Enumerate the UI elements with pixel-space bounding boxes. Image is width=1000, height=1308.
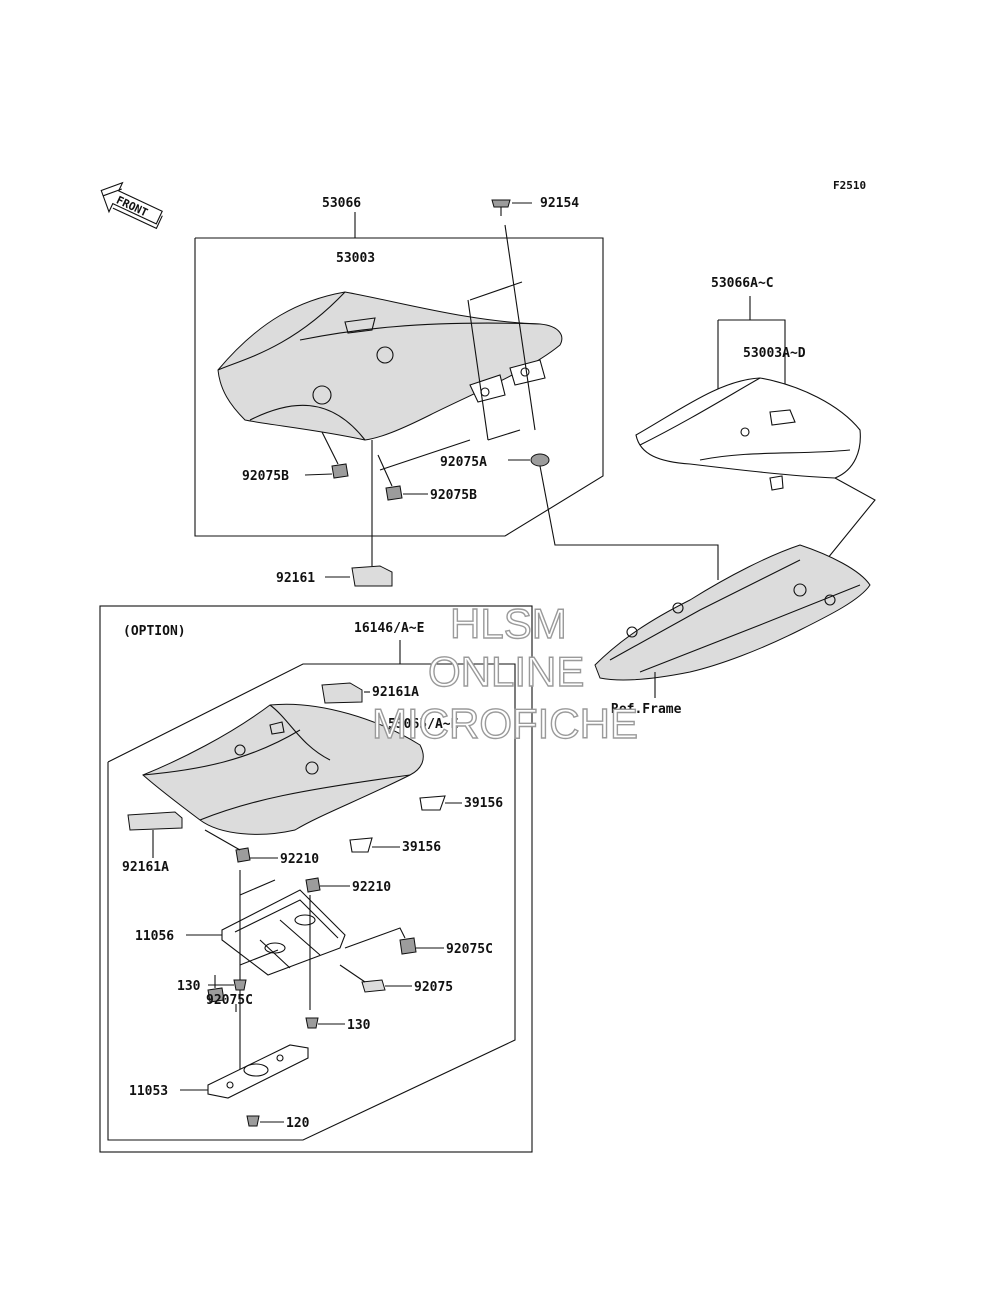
leader-to-frame [539, 465, 719, 580]
pad-92161-icon [351, 565, 393, 587]
ref-frame-label: Ref.Frame [611, 702, 682, 717]
option-label: (OPTION) [123, 624, 186, 639]
label-130-right: 130 [347, 1018, 371, 1033]
cowl-53003A-D [635, 377, 861, 479]
pad-92075-icon [361, 979, 386, 993]
label-11056: 11056 [135, 929, 174, 944]
seat-cowl-53065 [142, 703, 424, 835]
label-92154: 92154 [540, 196, 579, 211]
label-53066A-C: 53066A~C [711, 276, 774, 291]
bolt-130-right-icon [305, 1017, 319, 1029]
grommet-92075B-left-icon [331, 463, 349, 479]
figure-code: F2510 [833, 179, 866, 192]
label-92075A: 92075A [440, 455, 487, 470]
label-92161: 92161 [276, 571, 315, 586]
label-16146: 16146/A~E [354, 621, 424, 636]
nut-92210-a-icon [235, 847, 251, 863]
pad-92161A-left-icon [127, 811, 183, 831]
watermark: HLSM ONLINE MICROFICHE [371, 599, 638, 747]
grommet-92075A-icon [530, 453, 550, 467]
seat-53003 [217, 291, 563, 441]
label-92075: 92075 [414, 980, 453, 995]
pad-92161A-top-icon [321, 682, 363, 704]
label-92075B-right: 92075B [430, 488, 477, 503]
label-92210-a: 92210 [280, 852, 319, 867]
nut-92210-b-icon [305, 877, 321, 893]
grommet-92075B-right-icon [385, 485, 403, 501]
label-53065: 53065/A~E [388, 717, 458, 732]
assembly-bracket [194, 237, 604, 537]
label-130-left: 130 [177, 979, 201, 994]
front-arrow-icon: FRONT [100, 181, 163, 230]
option-box [99, 605, 533, 1153]
bracket-11056 [221, 889, 346, 976]
grommet-92075C-left-icon [207, 987, 225, 1003]
label-39156-a: 39156 [464, 796, 503, 811]
bolt-92154-icon [491, 199, 511, 208]
label-92210-b: 92210 [352, 880, 391, 895]
option-assembly-16146 [107, 640, 516, 1141]
watermark-line-3: MICROFICHE [372, 700, 638, 747]
damper-39156-b-icon [349, 837, 373, 853]
label-92075C-left: 92075C [206, 993, 253, 1008]
label-53066: 53066 [322, 196, 361, 211]
label-92161A-left: 92161A [122, 860, 169, 875]
rear-frame [594, 544, 871, 698]
leader-cowl-frame [809, 477, 876, 581]
bolt-120-icon [246, 1115, 260, 1127]
label-39156-b: 39156 [402, 840, 441, 855]
label-53003: 53003 [336, 251, 375, 266]
watermark-line-1: HLSM [450, 600, 567, 647]
label-92075B-left: 92075B [242, 469, 289, 484]
watermark-line-2: ONLINE [428, 648, 584, 695]
damper-39156-a-icon [419, 795, 446, 811]
label-92075C-right: 92075C [446, 942, 493, 957]
seat-cowl-53066A-C [635, 296, 861, 491]
label-120: 120 [286, 1116, 310, 1131]
grommet-92075C-right-icon [399, 937, 417, 955]
label-11053: 11053 [129, 1084, 168, 1099]
plate-11053 [207, 1044, 309, 1099]
label-92161A-top: 92161A [372, 685, 419, 700]
bolt-130-left-icon [233, 979, 247, 991]
label-53003A-D: 53003A~D [743, 346, 806, 361]
seat-assembly-53066 [194, 199, 604, 587]
